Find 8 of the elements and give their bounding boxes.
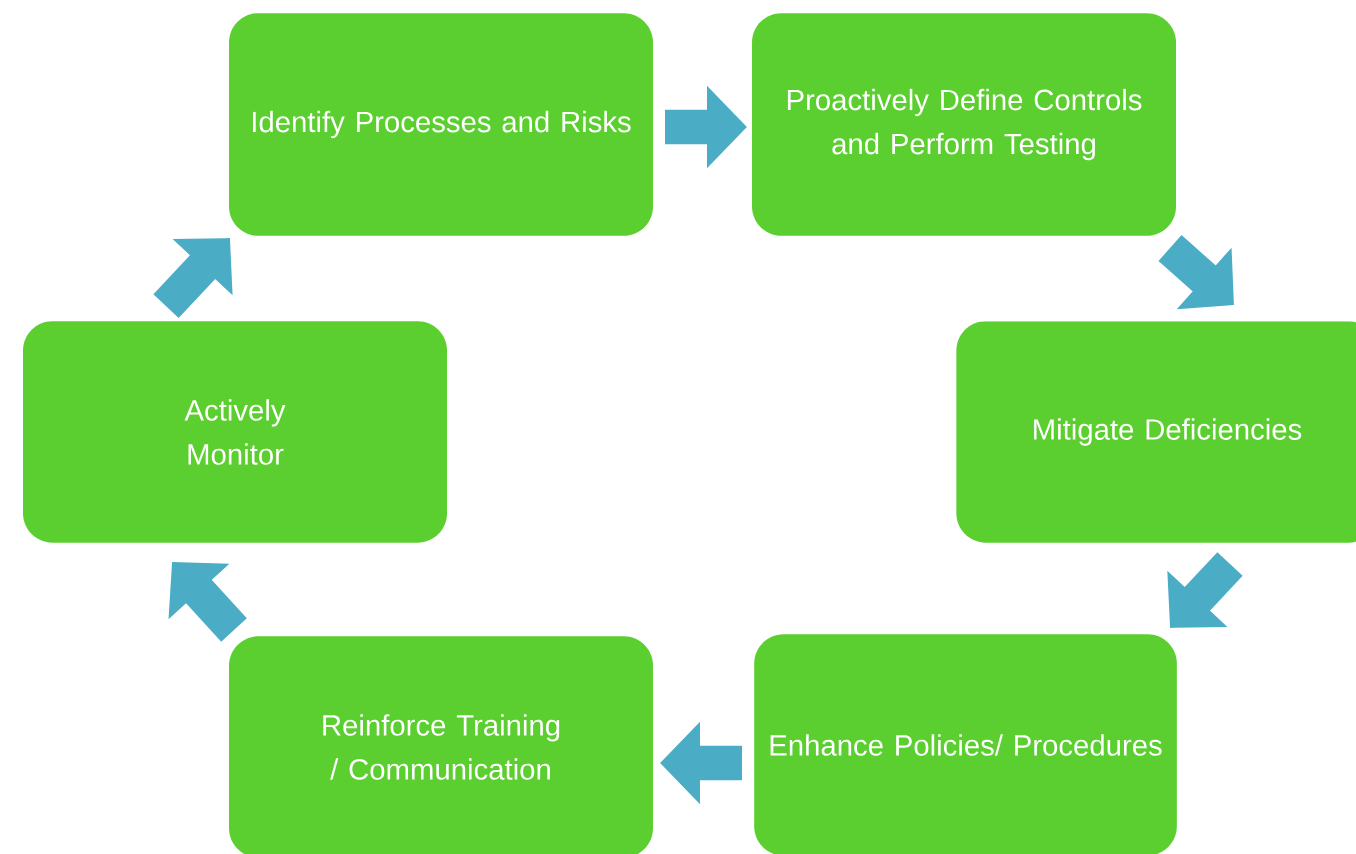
process-box: Proactively Define Controls and Perform Testing: [752, 13, 1176, 236]
process-box: Mitigate Deficiencies: [956, 321, 1356, 543]
process-box: Reinforce Training / Communication: [229, 636, 653, 854]
process-box: Actively Monitor: [23, 321, 447, 543]
block-arrow: [168, 562, 247, 642]
process-box: Enhance Policies/ Procedures: [754, 634, 1177, 854]
process-box: Identify Processes and Risks: [229, 13, 653, 236]
block-arrow: [1167, 552, 1243, 628]
